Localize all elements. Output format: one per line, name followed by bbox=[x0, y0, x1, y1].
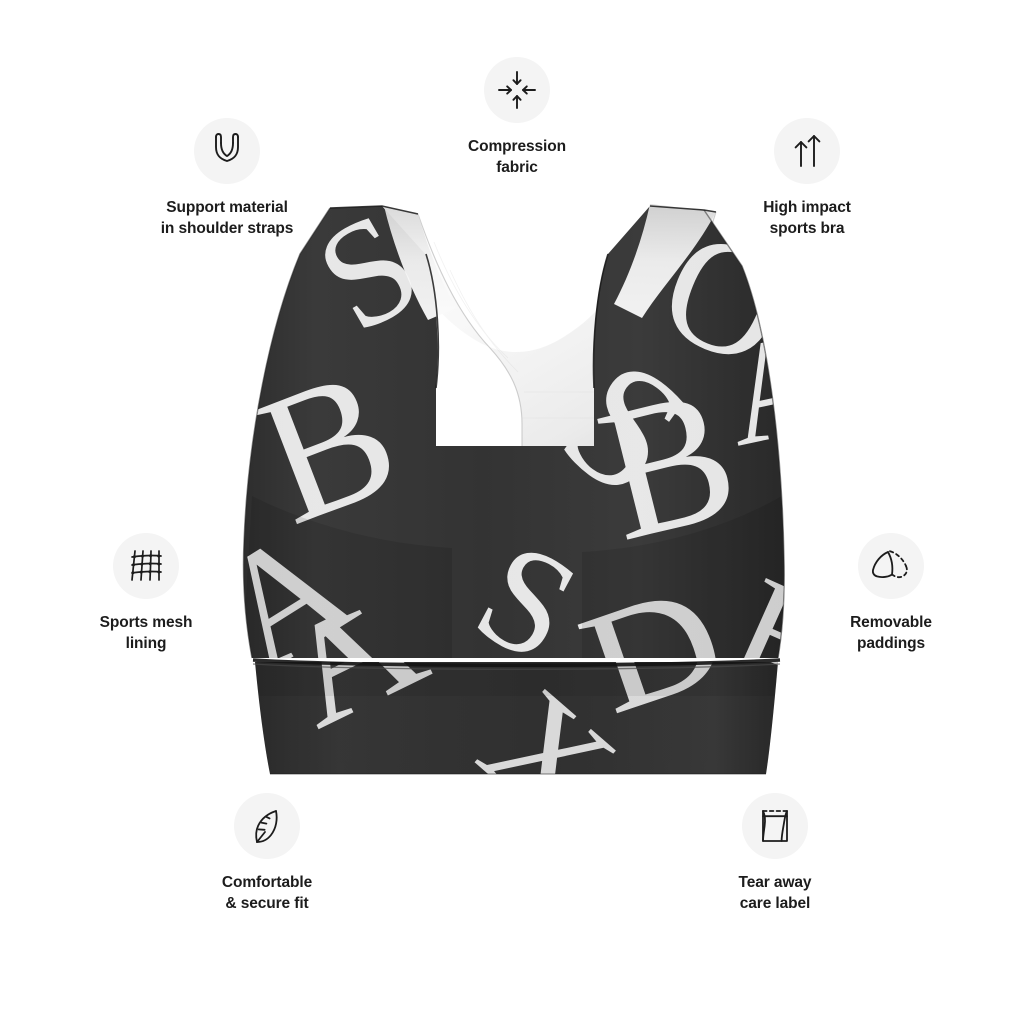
compress-arrows-icon bbox=[484, 57, 550, 123]
bra-cup-dashed-icon bbox=[858, 533, 924, 599]
feature-label: Sports mesh lining bbox=[99, 614, 193, 653]
care-label-tag-icon bbox=[742, 793, 808, 859]
product-image-sports-bra: B S B S A A X D B S O A bbox=[222, 196, 802, 786]
feature-support-material: Support material in shoulder straps bbox=[112, 118, 342, 240]
band-seam-line bbox=[252, 658, 781, 670]
mesh-net-icon bbox=[113, 533, 179, 599]
feature-high-impact: High impact sports bra bbox=[692, 118, 922, 240]
feather-icon bbox=[234, 793, 300, 859]
feature-label: Support material in shoulder straps bbox=[160, 199, 294, 238]
feature-tear-away-care-label: Tear away care label bbox=[660, 793, 890, 915]
sports-bra-icon bbox=[194, 118, 260, 184]
feature-label: Tear away care label bbox=[738, 874, 812, 913]
double-up-arrows-icon bbox=[774, 118, 840, 184]
feature-compression-fabric: Compression fabric bbox=[402, 57, 632, 179]
feature-label: Comfortable & secure fit bbox=[221, 874, 313, 913]
feature-label: High impact sports bra bbox=[763, 199, 851, 238]
elastic-band bbox=[255, 662, 778, 774]
shoulder-strap-inner bbox=[384, 204, 716, 320]
feature-sports-mesh-lining: Sports mesh lining bbox=[31, 533, 261, 655]
feature-comfortable-secure-fit: Comfortable & secure fit bbox=[152, 793, 382, 915]
feature-removable-paddings: Removable paddings bbox=[776, 533, 1006, 655]
feature-label: Compression fabric bbox=[468, 138, 566, 177]
feature-label: Removable paddings bbox=[850, 614, 932, 653]
